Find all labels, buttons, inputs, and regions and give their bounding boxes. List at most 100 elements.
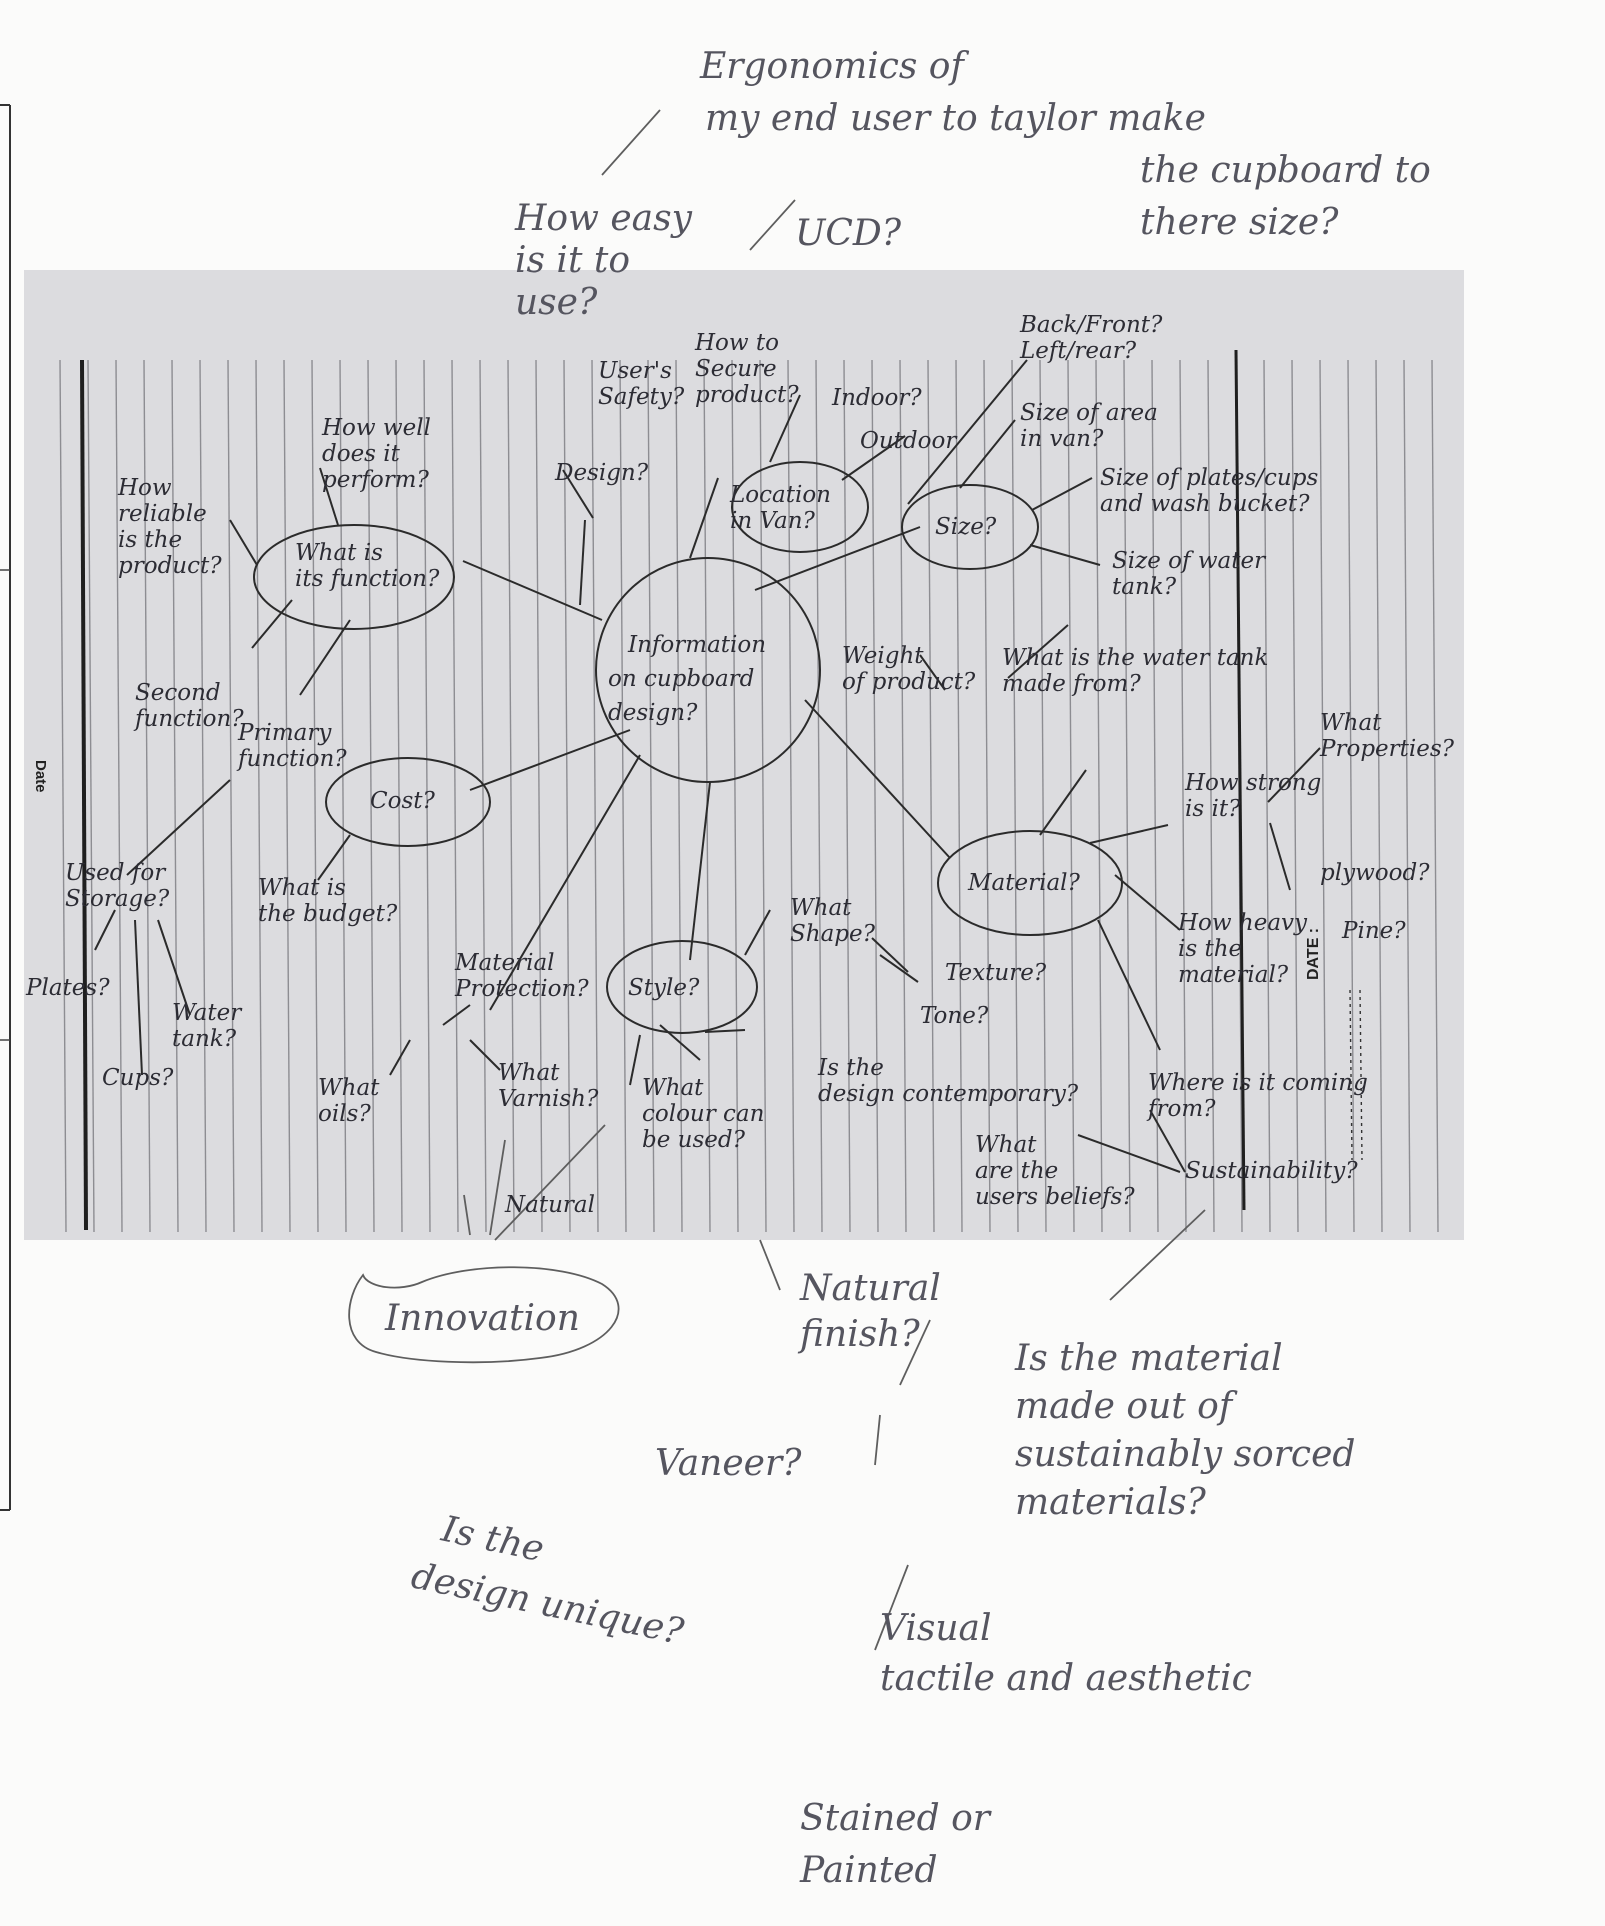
node-line: What is xyxy=(295,540,383,566)
connector-line xyxy=(754,526,921,591)
pencil-innovation: Innovation xyxy=(384,1298,580,1339)
node-line: be used? xyxy=(642,1127,746,1153)
node-line: Secure xyxy=(695,356,777,382)
node-material: Material? xyxy=(967,870,1081,896)
connector-line xyxy=(1077,1134,1181,1173)
connector-line xyxy=(126,779,231,876)
pencil-ucd: UCD? xyxy=(795,213,902,254)
pencil-line: there size? xyxy=(1140,202,1339,243)
node-line: is the xyxy=(118,527,182,553)
connector-line xyxy=(94,909,116,951)
connector-line xyxy=(1097,919,1161,1051)
node-line: function? xyxy=(236,746,347,772)
pencil-connector xyxy=(759,1239,781,1291)
node-line: What xyxy=(318,1075,380,1101)
node-line: in van? xyxy=(1020,426,1104,452)
pencil-line: is it to xyxy=(515,240,630,281)
pencil-line: use? xyxy=(515,282,598,323)
connector-line xyxy=(1267,747,1321,803)
node-line: Material xyxy=(454,950,555,976)
node-line: its function? xyxy=(295,566,440,592)
node-line: and wash bucket? xyxy=(1100,491,1310,517)
node-line: Safety? xyxy=(598,384,685,410)
pencil-design-unique: Is thedesign unique? xyxy=(408,1505,699,1654)
node-line: Varnish? xyxy=(498,1086,599,1112)
node-line: Style? xyxy=(628,975,700,1001)
pencil-connector xyxy=(489,1139,506,1236)
node-line: What xyxy=(498,1060,560,1086)
pencil-line: Vaneer? xyxy=(655,1443,802,1484)
connector-line xyxy=(769,394,801,463)
pencil-connector xyxy=(494,1124,606,1241)
function-bubble xyxy=(253,524,455,630)
node-line: Indoor? xyxy=(831,385,922,411)
connector-line xyxy=(907,359,1028,505)
node-texture: Texture? xyxy=(945,960,1047,986)
pencil-connector xyxy=(749,199,796,251)
node-plates: Plates? xyxy=(25,975,110,1001)
connector-line xyxy=(919,654,946,691)
connector-line xyxy=(629,1034,641,1086)
node-line: What xyxy=(642,1075,704,1101)
pencil-line: materials? xyxy=(1015,1482,1207,1523)
connector-line xyxy=(317,834,351,881)
size-bubble xyxy=(901,484,1039,570)
pencil-line: Ergonomics of xyxy=(699,46,969,87)
node-line: How well xyxy=(321,415,431,441)
node-cost: Cost? xyxy=(370,788,435,814)
node-line: Back/Front? xyxy=(1019,312,1163,338)
node-line: What is the water tank xyxy=(1002,645,1268,671)
connector-line xyxy=(251,599,293,649)
connector-line xyxy=(704,1029,746,1033)
node-line: How heavy xyxy=(1177,910,1308,936)
node-line: plywood? xyxy=(1320,860,1430,886)
left-page-edge xyxy=(0,104,11,1511)
style-bubble xyxy=(606,940,758,1034)
pencil-line: Stained or xyxy=(800,1798,992,1839)
node-line: Tone? xyxy=(920,1003,989,1029)
node-line: perform? xyxy=(322,467,429,493)
node-line: Where is it coming xyxy=(1148,1070,1368,1096)
node-line: How xyxy=(117,475,172,501)
node-line: Cups? xyxy=(102,1065,174,1091)
pencil-line: Visual xyxy=(880,1608,992,1649)
node-line: is it? xyxy=(1185,796,1241,822)
pencil-line: sustainably sorced xyxy=(1015,1434,1355,1475)
notebook-photo: DATE : Date xyxy=(24,270,1464,1240)
node-line: What is xyxy=(258,875,346,901)
pencil-line: finish? xyxy=(797,1314,920,1355)
node-line: Texture? xyxy=(945,960,1047,986)
cost-bubble xyxy=(325,757,491,847)
node-indoor: Indoor? xyxy=(831,385,922,411)
node-natural: Natural xyxy=(504,1192,595,1218)
innovation-cloud xyxy=(348,1266,620,1364)
connector-line xyxy=(959,419,1016,489)
node-line: Location xyxy=(729,482,831,508)
node-line: Weight xyxy=(842,643,924,669)
node-design: Design? xyxy=(554,460,649,486)
node-line: Left/rear? xyxy=(1019,338,1137,364)
connector-line xyxy=(1149,1109,1186,1173)
node-line: How to xyxy=(694,330,779,356)
node-line: Size of plates/cups xyxy=(1100,465,1318,491)
node-line: Plates? xyxy=(25,975,110,1001)
node-line: Water xyxy=(172,1000,243,1026)
